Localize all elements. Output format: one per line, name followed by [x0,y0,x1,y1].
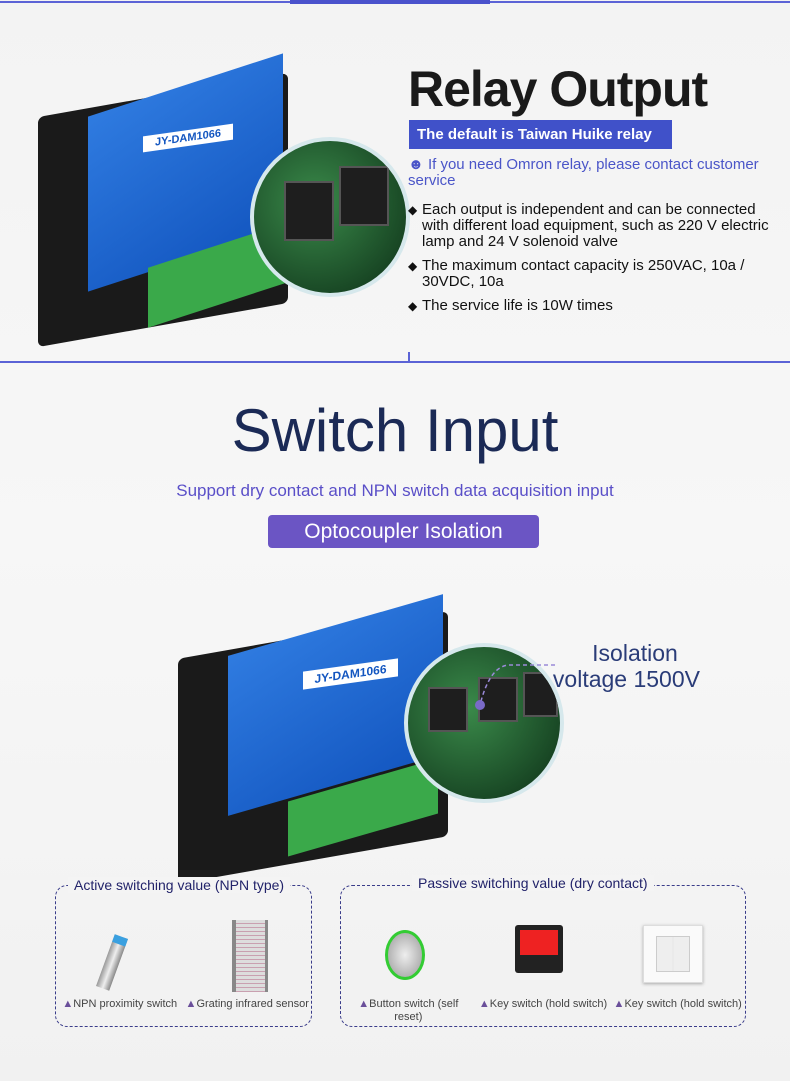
customer-service-icon: ☻ [408,156,428,173]
triangle-icon: ▲ [478,998,490,1010]
top-divider-accent [290,0,490,4]
active-captions: ▲NPN proximity switch ▲Grating infrared … [58,998,309,1011]
caption-button-switch: ▲Button switch (self reset) [358,998,459,1023]
active-group-title: Active switching value (NPN type) [68,877,291,893]
caption-npn-proximity: ▲NPN proximity switch [62,998,178,1010]
callout-line [475,664,555,710]
section-divider-tick [408,352,410,362]
triangle-icon: ▲ [62,998,74,1010]
default-relay-banner: The default is Taiwan Huike relay [409,120,672,149]
bullet-item: ◆Each output is independent and can be c… [408,201,769,250]
bullet-item: ◆The maximum contact capacity is 250VAC,… [408,257,745,290]
optocoupler-badge: Optocoupler Isolation [268,515,539,548]
wall-switch-image [643,925,703,983]
contact-note: ☻ If you need Omron relay, please contac… [408,156,759,189]
button-switch-image [385,930,425,980]
rocker-switch-image [515,925,563,973]
section-divider [0,361,790,363]
optocoupler-magnifier [404,643,564,803]
caption-key-switch: ▲Key switch (hold switch) [478,998,608,1010]
relay-output-title: Relay Output [408,61,708,117]
passive-group-title: Passive switching value (dry contact) [412,875,654,891]
diamond-icon: ◆ [408,259,418,273]
triangle-icon: ▲ [613,998,625,1010]
passive-captions: ▲Button switch (self reset) ▲Key switch … [343,998,743,1024]
triangle-icon: ▲ [358,998,370,1010]
grating-sensor-image [232,920,268,992]
switch-input-subtitle: Support dry contact and NPN switch data … [176,481,614,500]
diamond-icon: ◆ [408,203,418,217]
triangle-icon: ▲ [185,998,197,1010]
diamond-icon: ◆ [408,299,418,313]
relay-magnifier [250,137,410,297]
relay-details: ☻ If you need Omron relay, please contac… [408,157,783,322]
caption-key-switch: ▲Key switch (hold switch) [613,998,742,1010]
caption-grating: ▲Grating infrared sensor [185,998,309,1010]
switch-input-title: Switch Input [231,397,559,464]
bullet-item: ◆The service life is 10W times [408,297,613,314]
